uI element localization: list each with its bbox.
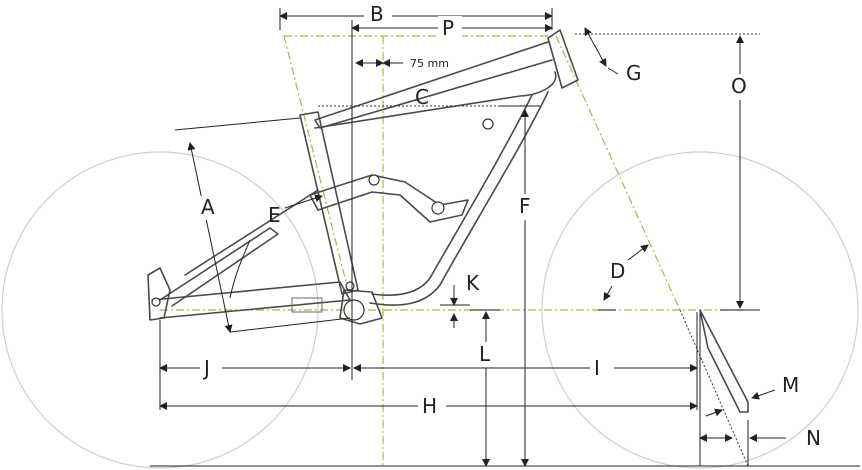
label-P: P: [442, 16, 454, 40]
fork: [679, 309, 749, 467]
bike-frame: [147, 29, 579, 325]
dimension-K: [440, 285, 470, 328]
label-J: J: [202, 356, 210, 380]
dimension-H: [159, 312, 698, 418]
label-B: B: [370, 2, 384, 26]
dimension-O: [575, 33, 760, 311]
shock-mount: [431, 201, 445, 215]
main-pivot: [345, 281, 355, 291]
dimension-F: [500, 105, 860, 467]
head-tube: [547, 29, 579, 89]
front-wheel: [541, 151, 859, 469]
label-C: C: [415, 85, 429, 109]
chainstay-protector: [291, 297, 323, 313]
dimension-L: [470, 309, 500, 467]
head-tube-axis: [555, 35, 681, 311]
dimension-B: [279, 2, 553, 30]
down-tube-inner: [371, 94, 533, 296]
label-H: H: [422, 394, 437, 418]
label-I: I: [594, 356, 600, 380]
label-L: L: [479, 342, 491, 366]
rear-dropout: [147, 267, 171, 321]
seat-tube-axis: [283, 35, 349, 291]
motor-housing: [343, 299, 365, 321]
chain-stay: [151, 281, 351, 319]
fork-leg: [699, 309, 749, 413]
dimension-N: [699, 420, 786, 466]
label-N: N: [806, 426, 821, 450]
label-A: A: [201, 195, 215, 219]
top-tube-lower: [314, 71, 557, 129]
dimension-G: [584, 27, 619, 75]
geometry-axes: [160, 35, 745, 468]
dimension-M: [705, 389, 776, 417]
rocker-pivot: [368, 174, 380, 186]
bottom-bracket-motor: [339, 289, 383, 325]
label-O: O: [731, 74, 747, 98]
top-tube: [314, 41, 553, 129]
upper-shock-mount: [482, 118, 494, 130]
dimension-J: [159, 320, 351, 410]
dimension-I: [353, 356, 698, 380]
dimension-D: [598, 244, 649, 311]
label-F: F: [519, 194, 531, 218]
offset-75mm-label: 75 mm: [410, 57, 449, 70]
dimension-P: [351, 16, 553, 40]
dimension-E: [229, 194, 323, 299]
seat-tube: [299, 111, 359, 295]
label-G: G: [626, 61, 642, 85]
label-M: M: [782, 373, 799, 397]
label-E: E: [268, 203, 281, 227]
rocker-link: [309, 174, 469, 223]
dimension-A: [174, 117, 351, 333]
label-K: K: [466, 271, 480, 295]
rear-wheel: [1, 151, 319, 469]
rear-axle: [151, 297, 161, 307]
label-D: D: [610, 259, 625, 283]
